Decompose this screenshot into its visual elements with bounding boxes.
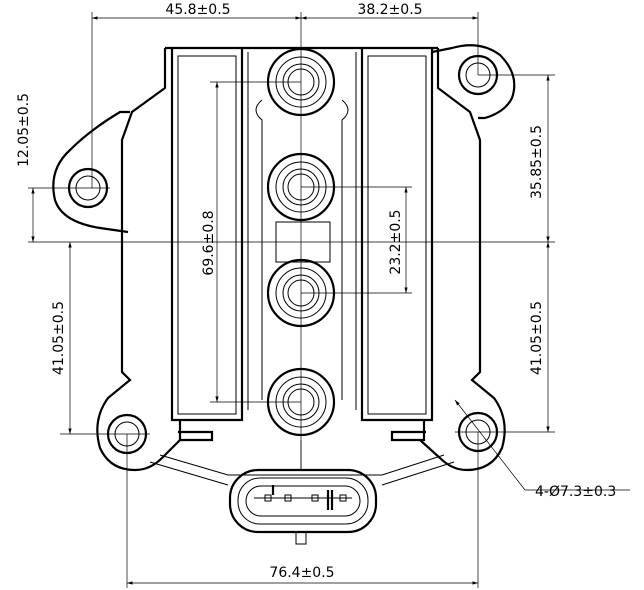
- dim-left-upper: 12.05±0.5: [16, 93, 32, 167]
- electrical-connector: [228, 468, 378, 545]
- dim-left-lower: 41.05±0.5: [51, 301, 67, 375]
- reference-lines: [28, 12, 555, 588]
- dimension-arrows: [31, 16, 630, 585]
- dim-right-lower: 41.05±0.5: [529, 301, 545, 375]
- dim-tower-pitch: 23.2±0.5: [388, 209, 404, 274]
- dim-top-right: 38.2±0.5: [357, 2, 422, 18]
- dim-hole-spec: 4-Ø7.3±0.3: [535, 484, 616, 500]
- dim-hole-span: 76.4±0.5: [269, 565, 334, 581]
- dim-right-upper: 35.85±0.5: [529, 125, 545, 199]
- dim-tower-span: 69.6±0.8: [201, 210, 217, 275]
- dim-top-left: 45.8±0.5: [165, 2, 230, 18]
